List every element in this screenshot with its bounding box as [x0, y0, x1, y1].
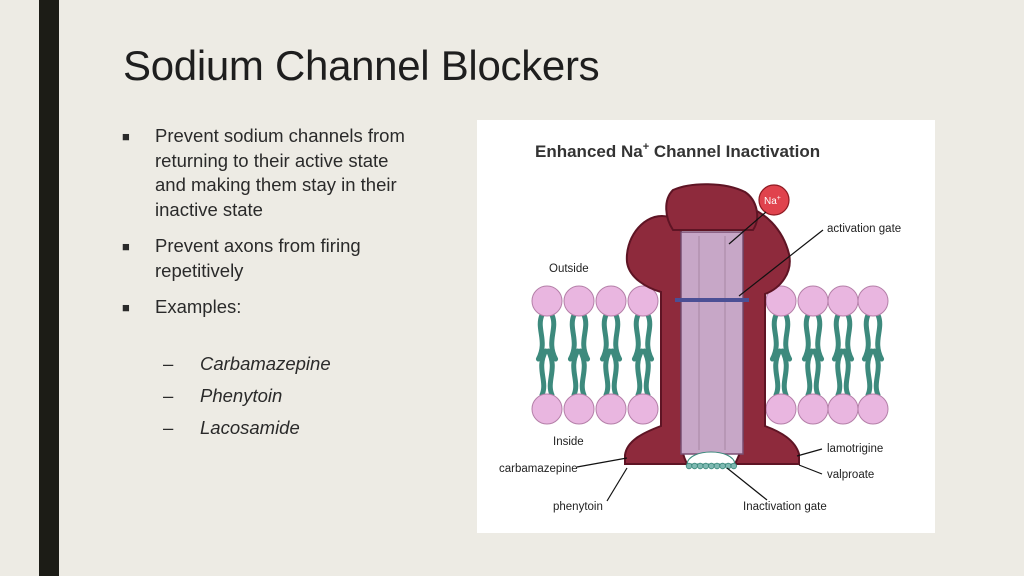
lipid-head: [627, 393, 659, 425]
lipid-head: [531, 393, 563, 425]
lipid-head: [595, 285, 627, 317]
bullet-text: Prevent sodium channels from returning t…: [155, 125, 405, 220]
lipid-tail: [865, 348, 875, 398]
gate-dot: [696, 462, 704, 470]
sodium-ion-label: Na+: [764, 195, 781, 207]
sodium-ion: Na+: [758, 184, 790, 216]
lipid-tail: [641, 348, 651, 398]
label-inside: Inside: [553, 436, 584, 448]
lipid-head: [797, 285, 829, 317]
lipid-head: [595, 393, 627, 425]
channel-left-half: [624, 214, 689, 465]
dash-marker: –: [163, 385, 174, 406]
lipid-tail: [773, 348, 783, 398]
lipid-tail: [805, 348, 815, 398]
lipid-tail: [599, 312, 609, 362]
channel-right-half: [733, 204, 800, 465]
lipid-head: [797, 393, 829, 425]
gate-dot: [702, 462, 709, 470]
bullet-list: ■ Prevent sodium channels from returning…: [117, 124, 417, 333]
lipid-tail: [645, 312, 655, 362]
lipid-tail: [871, 348, 881, 398]
lipid-tail: [613, 312, 623, 362]
example-text: Lacosamide: [200, 417, 300, 438]
example-item: – Lacosamide: [163, 412, 331, 444]
lipid-head: [827, 285, 859, 317]
bullet-item: ■ Prevent axons from firing repetitively: [117, 234, 417, 283]
lipid-tail: [603, 348, 613, 398]
bullet-item: ■ Prevent sodium channels from returning…: [117, 124, 417, 222]
dash-marker: –: [163, 353, 174, 374]
lipid-tail: [831, 312, 841, 362]
dash-marker: –: [163, 417, 174, 438]
lipid-head: [627, 285, 659, 317]
inactivation-gate-dots: [685, 462, 737, 470]
bullet-text: Prevent axons from firing repetitively: [155, 235, 361, 281]
lipid-tail: [835, 348, 845, 398]
lipid-tail: [779, 348, 789, 398]
left-accent-bar: [39, 0, 59, 576]
channel-pore: [680, 231, 744, 455]
gate-dot: [724, 462, 732, 470]
lipid-head: [765, 393, 797, 425]
gate-dot: [719, 462, 726, 470]
gate-dot: [691, 462, 698, 470]
lipid-tail: [861, 312, 871, 362]
lipid-head: [563, 285, 595, 317]
lipid-tail: [811, 348, 821, 398]
example-item: – Carbamazepine: [163, 348, 331, 380]
lipid-tail: [841, 348, 851, 398]
gate-dot: [685, 462, 693, 470]
lipid-tail: [549, 312, 559, 362]
channel-protein: [624, 183, 800, 470]
lipid-tail: [635, 348, 645, 398]
slide-title: Sodium Channel Blockers: [123, 42, 600, 89]
lipid-tail: [571, 348, 581, 398]
example-text: Carbamazepine: [200, 353, 331, 374]
lipid-tail: [769, 312, 779, 362]
lipid-tail: [845, 312, 855, 362]
lipid-tail: [577, 348, 587, 398]
example-text: Phenytoin: [200, 385, 283, 406]
label-valproate: valproate: [827, 469, 874, 481]
lipid-tail: [801, 312, 811, 362]
lipid-tail: [535, 312, 545, 362]
bullet-item: ■ Examples:: [117, 295, 417, 321]
example-item: – Phenytoin: [163, 380, 331, 412]
leader-lines: [576, 211, 824, 502]
lipid-tail: [539, 348, 549, 398]
lipid-head: [857, 285, 889, 317]
label-inactivation-gate: Inactivation gate: [743, 501, 827, 513]
label-outside: Outside: [549, 263, 589, 275]
label-phenytoin: phenytoin: [553, 501, 603, 513]
lipid-heads: [531, 285, 889, 425]
lipid-tail: [609, 348, 619, 398]
lipid-tail: [783, 312, 793, 362]
lipid-head: [857, 393, 889, 425]
sodium-channel-diagram: Enhanced Na+ Channel Inactivation: [477, 120, 935, 533]
lipid-head: [827, 393, 859, 425]
examples-list: – Carbamazepine – Phenytoin – Lacosamide: [163, 348, 331, 444]
square-bullet-icon: ■: [122, 129, 130, 144]
diagram-title: Enhanced Na+ Channel Inactivation: [535, 141, 820, 161]
lipid-tail: [815, 312, 825, 362]
lipid-tails: [535, 312, 885, 398]
lipid-tail: [567, 312, 577, 362]
bullet-text: Examples:: [155, 296, 242, 317]
lipid-head: [563, 393, 595, 425]
square-bullet-icon: ■: [122, 300, 130, 315]
square-bullet-icon: ■: [122, 239, 130, 254]
lipid-tail: [631, 312, 641, 362]
lipid-tail: [581, 312, 591, 362]
label-activation-gate: activation gate: [827, 223, 901, 235]
lipid-tail: [875, 312, 885, 362]
gate-dot: [713, 462, 721, 470]
label-lamotrigine: lamotrigine: [827, 443, 883, 455]
gate-dot: [730, 462, 737, 470]
label-carbamazepine: carbamazepine: [499, 463, 578, 475]
gate-dot: [708, 462, 715, 470]
lipid-head: [531, 285, 563, 317]
lipid-tail: [545, 348, 555, 398]
channel-top-cap: [665, 183, 759, 231]
